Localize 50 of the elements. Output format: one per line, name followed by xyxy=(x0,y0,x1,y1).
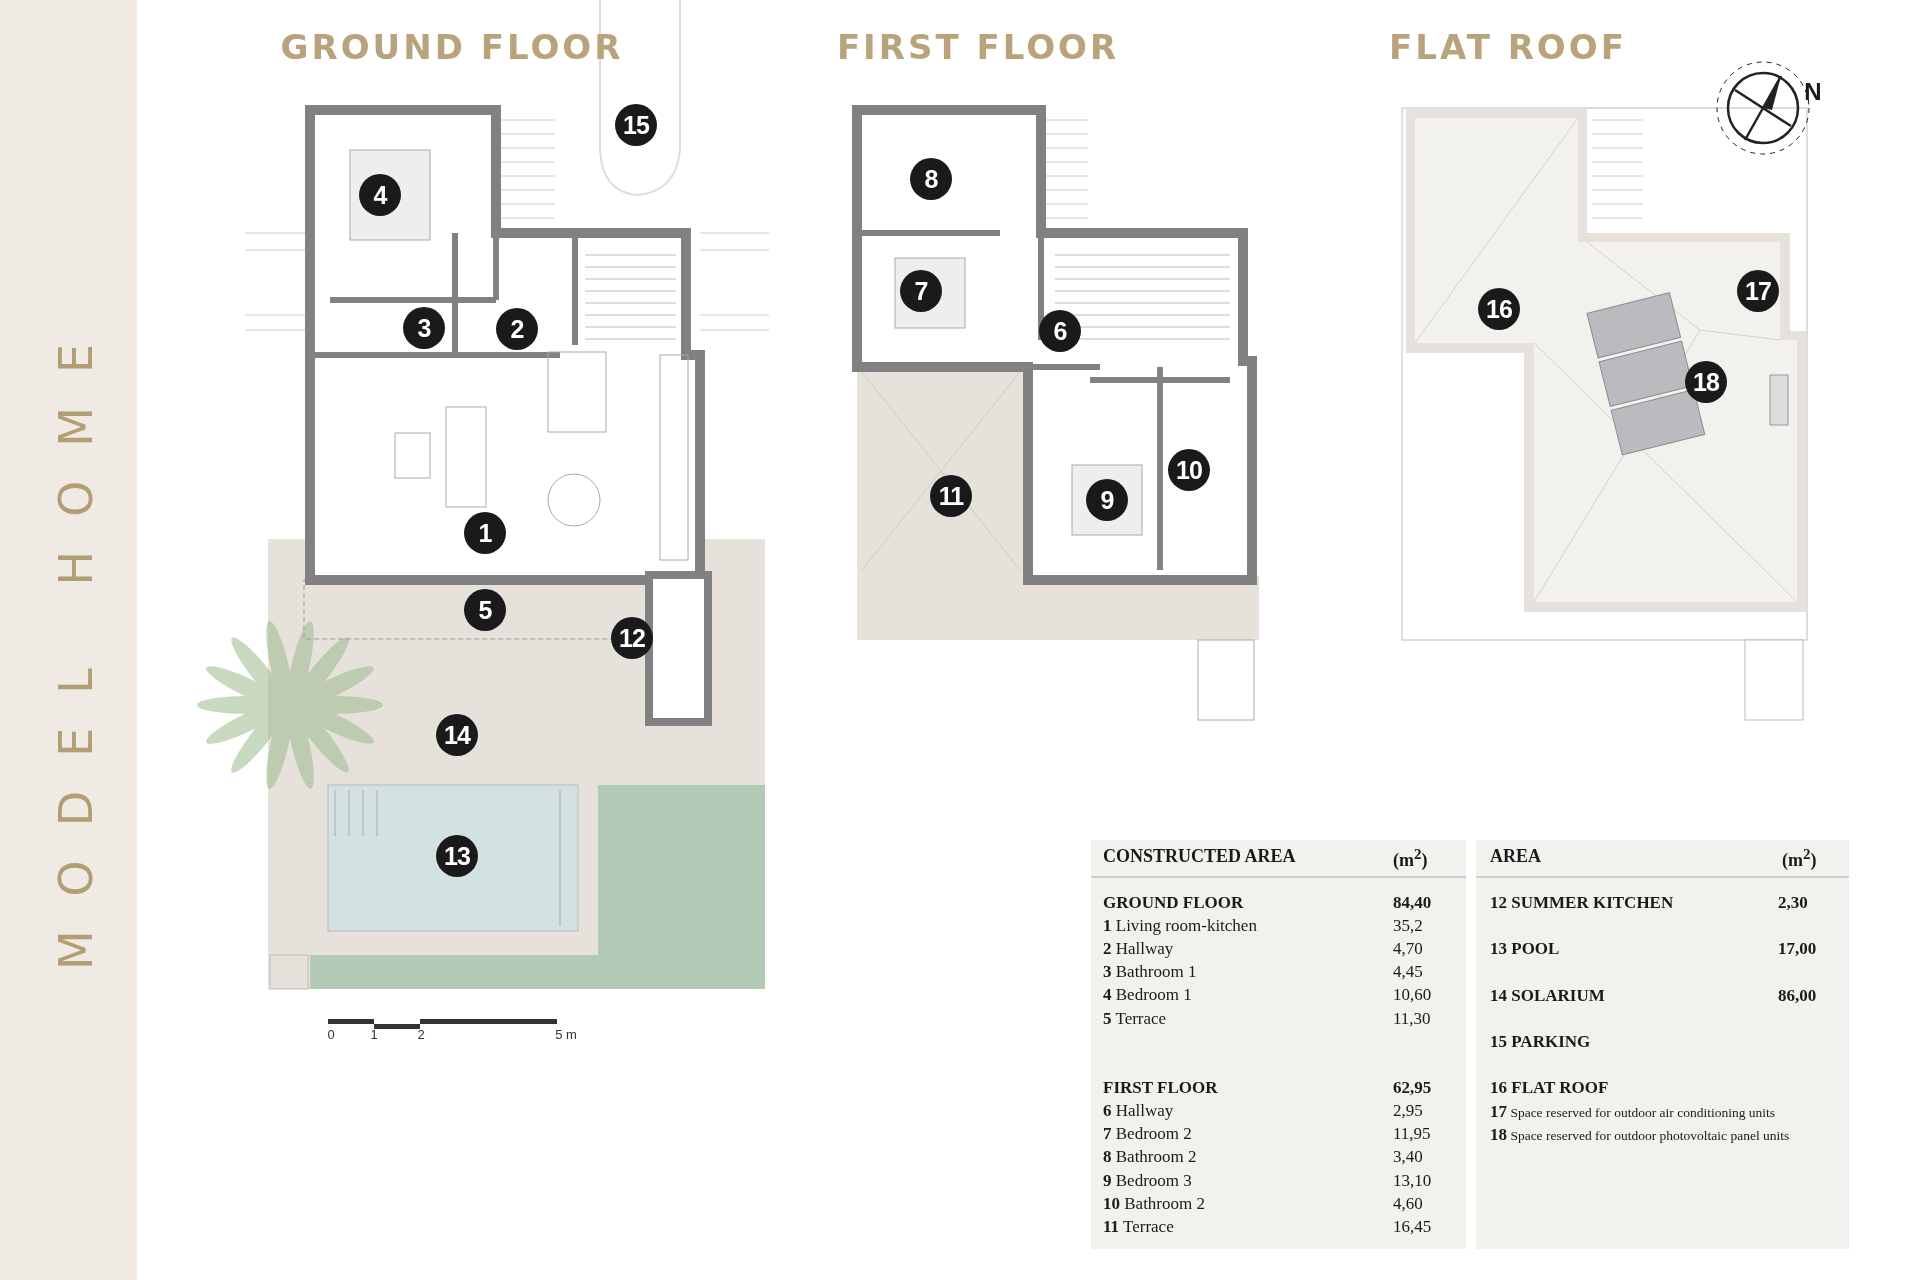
table-cell: GROUND FLOOR xyxy=(1103,893,1244,913)
table-cell: 4,60 xyxy=(1393,1194,1423,1214)
table-cell: FIRST FLOOR xyxy=(1103,1078,1218,1098)
table-cell: 9 Bedroom 3 xyxy=(1103,1171,1192,1191)
table-cell: 4,70 xyxy=(1393,939,1423,959)
table-cell: 11,30 xyxy=(1393,1009,1431,1029)
table-heading: (m$^{2}$) xyxy=(1782,846,1817,871)
table-cell: 86,00 xyxy=(1778,986,1817,1006)
table-cell: 12 SUMMER KITCHEN xyxy=(1490,893,1674,913)
scale-label: 5 m xyxy=(555,1026,577,1042)
table-cell: 17,00 xyxy=(1778,939,1817,959)
table-cell: 14 SOLARIUM xyxy=(1490,986,1605,1006)
table-cell: 17 Space reserved for outdoor air conditioning units xyxy=(1490,1102,1776,1122)
table-cell: 10 Bathroom 2 xyxy=(1103,1194,1205,1214)
table-cell: 13 POOL xyxy=(1490,939,1560,959)
table-cell: 7 Bedroom 2 xyxy=(1103,1124,1192,1144)
table-cell: 2,30 xyxy=(1778,893,1808,913)
table-cell: 18 Space reserved for outdoor photovoltaic panel units xyxy=(1490,1125,1790,1145)
table-cell: 4,45 xyxy=(1393,962,1423,982)
table-cell: 11,95 xyxy=(1393,1124,1431,1144)
table-cell: 84,40 xyxy=(1393,893,1432,913)
table-cell: 1 Living room-kitchen xyxy=(1103,916,1257,936)
scale-label: 2 xyxy=(417,1026,425,1042)
table-heading: CONSTRUCTED AREA xyxy=(1103,846,1296,867)
table-cell: 16 FLAT ROOF xyxy=(1490,1078,1609,1098)
table-cell: 11 Terrace xyxy=(1103,1217,1174,1237)
table-cell: 15 PARKING xyxy=(1490,1032,1591,1052)
table-cell: 6 Hallway xyxy=(1103,1101,1174,1121)
floor-heading: FLAT ROOF xyxy=(1389,27,1627,67)
table-cell: 35,2 xyxy=(1393,916,1423,936)
floor-heading: GROUND FLOOR xyxy=(280,27,624,67)
table-cell: 2 Hallway xyxy=(1103,939,1174,959)
table-cell: 16,45 xyxy=(1393,1217,1432,1237)
table-cell: 5 Terrace xyxy=(1103,1009,1167,1029)
table-heading: (m$^{2}$) xyxy=(1393,846,1428,871)
table-cell: 4 Bedroom 1 xyxy=(1103,985,1192,1005)
table-cell: 62,95 xyxy=(1393,1078,1432,1098)
vertical-title: MODEL HOME xyxy=(49,309,103,971)
table-cell: 3 Bathroom 1 xyxy=(1103,962,1197,982)
table-cell: 8 Bathroom 2 xyxy=(1103,1147,1197,1167)
scale-label: 0 xyxy=(327,1026,335,1042)
table-cell: 2,95 xyxy=(1393,1101,1423,1121)
table-cell: 13,10 xyxy=(1393,1171,1432,1191)
table-heading: AREA xyxy=(1490,846,1541,867)
floor-heading: FIRST FLOOR xyxy=(836,27,1120,67)
scale-label: 1 xyxy=(370,1026,378,1042)
table-cell: 10,60 xyxy=(1393,985,1432,1005)
north-label: N xyxy=(1804,77,1822,106)
callout-number: 15 xyxy=(615,104,657,146)
table-cell: 3,40 xyxy=(1393,1147,1423,1167)
